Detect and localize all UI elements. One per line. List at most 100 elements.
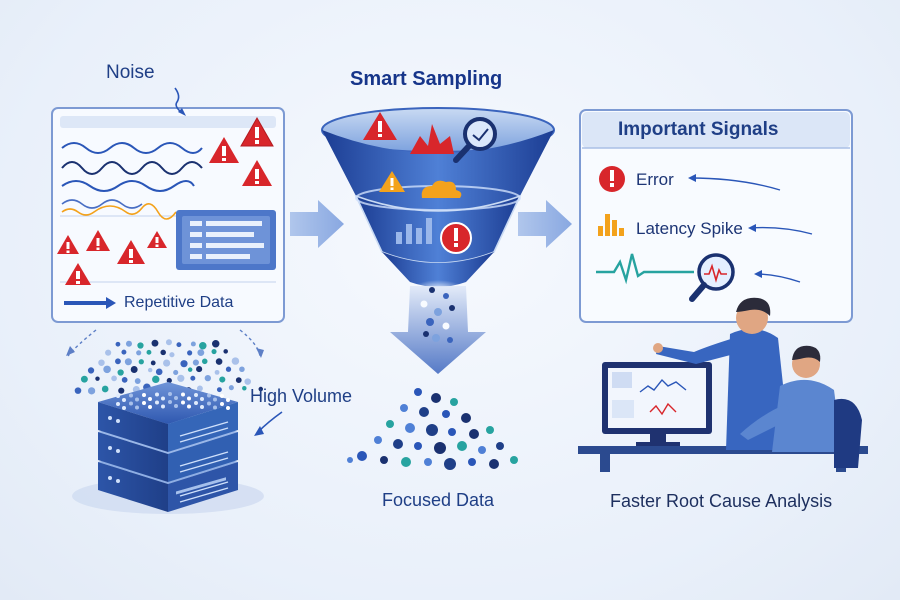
particle-dot [220,394,224,398]
particle-dot [447,337,453,343]
particle-dot [190,375,196,381]
particle-dot [118,387,125,394]
particle-dot [135,397,139,402]
particle-dot [213,405,217,410]
noise-wave-3 [61,180,195,192]
particle-dot [200,405,204,409]
particle-dot [211,348,217,355]
particle-dot [347,457,353,463]
particle-dot [219,376,226,383]
particle-dot [152,375,160,384]
particle-dot [226,398,230,402]
particle-dot [496,442,504,450]
particle-dot [125,340,132,347]
particle-dot [174,396,178,400]
particle-dot [176,342,182,348]
particle-dot [190,341,196,347]
particle-dot [434,308,442,316]
focused-data-label: Focused Data [382,490,495,510]
particle-dot [187,396,191,401]
particle-dot [461,413,471,423]
particle-dot [168,400,172,404]
particle-dot [196,385,203,392]
particle-dot [194,393,198,397]
cloud-icon [421,180,462,198]
repetitive-data-label: Repetitive Data [124,294,234,311]
particle-dot [207,393,211,398]
warning-icon [240,116,274,147]
focused-data-dots [347,388,518,470]
particle-dot [220,402,224,406]
high-volume-label: High Volume [250,386,353,406]
particle-dot [160,349,166,356]
particle-dot [129,401,133,406]
particle-dot [235,377,242,383]
particle-dot [448,428,456,436]
particle-dot [469,429,479,439]
particle-dot [161,396,165,401]
particle-dot [200,397,204,401]
analysts-scene [578,297,868,472]
particle-dot [426,318,434,326]
particle-dot [197,349,205,357]
important-signals-title: Important Signals [618,119,779,140]
particle-dot [449,305,455,311]
particle-dot [130,366,138,373]
particle-dot [194,401,198,405]
particle-dot [134,378,141,384]
particle-dot [169,352,175,358]
particle-dot [138,359,144,365]
particle-dot [419,407,429,417]
flow-arrow-left [290,200,344,248]
particle-dot [423,331,429,337]
particle-dot [116,394,120,398]
particle-dot [121,349,127,355]
particle-dot [457,441,467,451]
particle-dot [174,404,178,408]
heartbeat-line [596,253,694,285]
particle-dot [146,349,152,355]
faster-rca-label: Faster Root Cause Analysis [610,491,833,511]
server-stack-icon [72,382,264,514]
particle-dot [80,375,88,383]
particle-dot [442,410,450,418]
particle-dot [87,367,95,374]
important-signals-panel [579,109,853,323]
particle-dot [177,374,185,382]
particle-dot [486,426,494,434]
particle-dot [424,458,432,466]
warning-triangles-dashboard [57,116,274,285]
particle-dot [444,458,456,470]
particle-dot [148,405,152,409]
particle-dot [196,366,203,373]
particle-dot [95,376,100,381]
particle-dot [155,368,163,376]
magnifier-icon [453,117,497,163]
particle-dot [116,402,120,406]
down-arrow [390,286,486,374]
particle-dot [181,400,185,405]
particle-dot [129,393,133,398]
error-icon [440,222,472,254]
particle-dot [115,358,121,365]
particle-dot [431,393,441,403]
particle-dot [74,387,82,394]
particle-dot [386,420,394,428]
particle-dot [357,451,367,461]
particle-dot [420,300,428,308]
particle-dot [142,393,146,397]
particle-dot [201,358,208,365]
particle-dot [136,350,142,356]
smart-sampling-funnel [321,107,555,300]
flow-arrow-right [518,200,572,248]
particle-dot [135,405,139,410]
particle-dot [228,385,234,391]
particle-dot [180,360,188,368]
particle-dot [150,360,156,366]
particle-dot [414,442,422,450]
particle-dot [103,365,111,374]
particle-dot [122,398,126,402]
particle-dot [207,401,211,406]
repetitive-arrow-icon [64,297,116,309]
